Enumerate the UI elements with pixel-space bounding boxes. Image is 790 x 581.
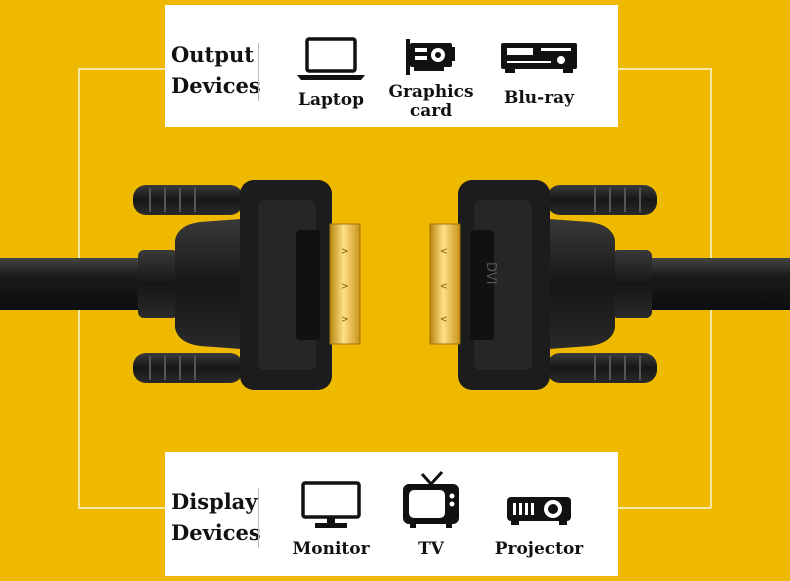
output-devices-label: Output Devices	[171, 39, 261, 101]
tv-label: TV	[418, 539, 444, 559]
display-label-line1: Display	[171, 489, 258, 514]
svg-text:>: >	[341, 282, 349, 292]
projector-icon	[507, 497, 571, 525]
monitor-label: Monitor	[292, 539, 370, 559]
display-item-projector: Projector	[491, 494, 587, 559]
svg-text:<: <	[440, 315, 448, 325]
display-divider	[258, 488, 259, 548]
graphics-card-icon	[406, 39, 455, 75]
laptop-icon	[297, 37, 365, 80]
graphics-card-label-line2: card	[409, 101, 453, 121]
graphics-card-label-line1: Graphics	[388, 82, 474, 102]
projector-label: Projector	[494, 539, 584, 559]
output-label-line1: Output	[171, 42, 254, 67]
display-label-line2: Devices	[171, 520, 261, 545]
frame-line-left-bottom	[78, 507, 166, 509]
display-item-monitor: Monitor	[283, 480, 379, 559]
output-item-graphics-card: Graphics card	[383, 37, 479, 121]
right-dvi-connector: DVI < < <	[429, 180, 657, 390]
left-cable	[0, 258, 150, 310]
right-cable	[640, 258, 790, 310]
svg-text:>: >	[341, 315, 349, 325]
display-item-tv: TV	[383, 470, 479, 559]
output-devices-panel: Output Devices Laptop Graphics card	[165, 5, 618, 127]
blu-ray-player-icon	[501, 43, 577, 73]
output-divider	[258, 43, 259, 101]
laptop-label: Laptop	[298, 90, 364, 110]
svg-text:>: >	[341, 247, 349, 257]
tv-icon	[403, 470, 459, 528]
blu-ray-label: Blu-ray	[503, 88, 575, 108]
frame-line-right-bottom	[618, 507, 711, 509]
svg-text:<: <	[440, 247, 448, 257]
monitor-icon	[301, 481, 361, 528]
dvi-imprint: DVI	[483, 262, 498, 285]
display-devices-panel: Display Devices Monitor TV	[165, 452, 618, 576]
output-label-line2: Devices	[171, 73, 261, 98]
output-item-laptop: Laptop	[283, 35, 379, 110]
frame-line-right-top	[618, 68, 711, 70]
frame-line-left-top	[78, 68, 166, 70]
display-devices-label: Display Devices	[171, 486, 261, 548]
left-dvi-connector: > > >	[133, 180, 361, 390]
output-item-blu-ray: Blu-ray	[491, 41, 587, 108]
svg-text:<: <	[440, 282, 448, 292]
